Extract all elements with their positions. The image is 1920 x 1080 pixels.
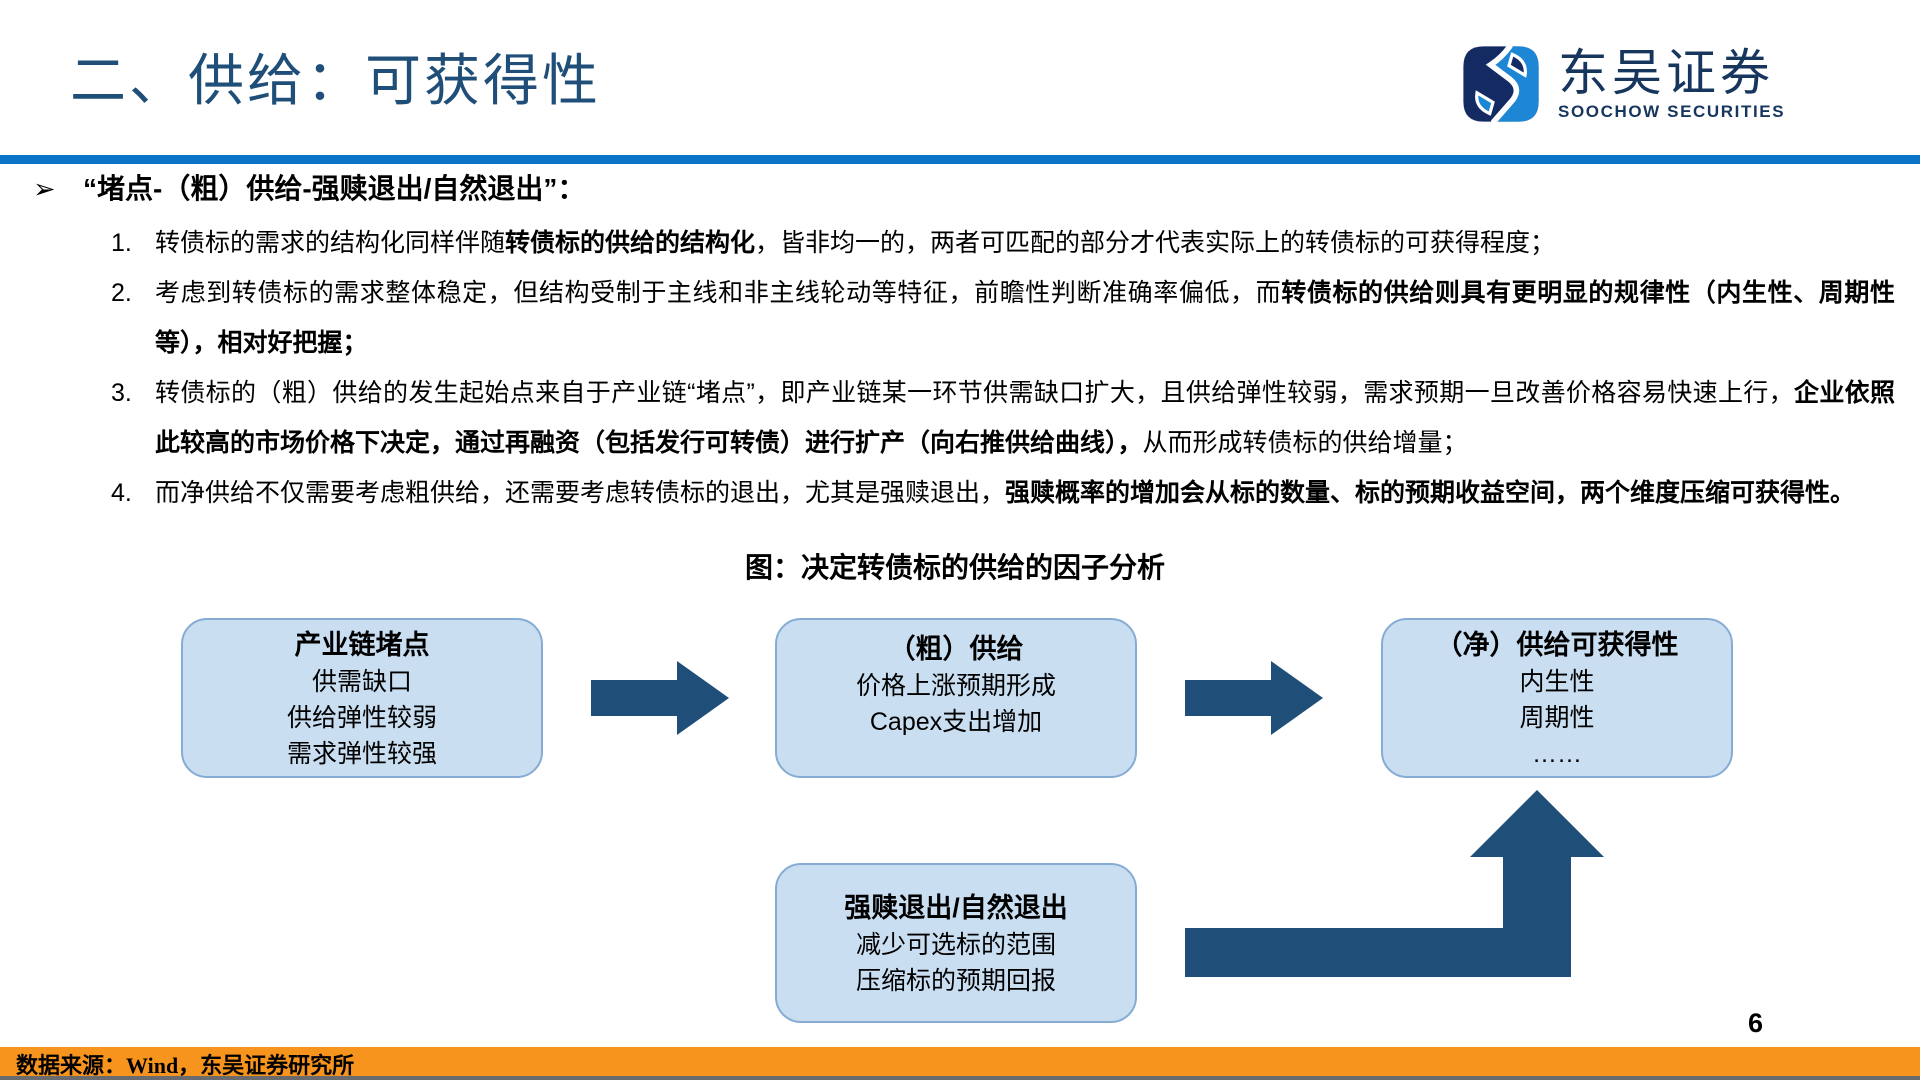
- body-content: ➢ “堵点-（粗）供给-强赎退出/自然退出”： 1. 转债标的需求的结构化同样伴…: [33, 170, 1895, 518]
- box-title: 强赎退出/自然退出: [844, 893, 1068, 923]
- box-line: ……: [1532, 740, 1582, 768]
- list-item: 3. 转债标的（粗）供给的发生起始点来自于产业链“堵点”，即产业链某一环节供需缺…: [111, 368, 1895, 468]
- box-gross-supply: （粗）供给 价格上涨预期形成 Capex支出增加: [775, 618, 1137, 778]
- item-number: 3.: [111, 379, 132, 407]
- title-divider: [0, 155, 1920, 164]
- item-text: 而净供给不仅需要考虑粗供给，还需要考虑转债标的退出，尤其是强赎退出，强赎概率的增…: [155, 479, 1856, 507]
- box-line: 减少可选标的范围: [855, 931, 1056, 959]
- page-title: 二、供给：可获得性: [70, 49, 601, 112]
- box-title: （粗）供给: [888, 634, 1024, 664]
- logo-name-cn: 东吴证券: [1558, 45, 1774, 101]
- item-text: 转债标的需求的结构化同样伴随转债标的供给的结构化，皆非均一的，两者可匹配的部分才…: [155, 229, 1556, 257]
- arrow-bullet-icon: ➢: [33, 174, 56, 204]
- box-title: 产业链堵点: [294, 630, 430, 660]
- numbered-list: 1. 转债标的需求的结构化同样伴随转债标的供给的结构化，皆非均一的，两者可匹配的…: [111, 218, 1895, 518]
- item-number: 1.: [111, 229, 132, 257]
- right-arrow-icon: [591, 661, 729, 735]
- box-net-supply-availability: （净）供给可获得性 内生性 周期性 ……: [1381, 618, 1733, 778]
- up-elbow-arrow-icon: [1185, 790, 1604, 977]
- figure-title: 图：决定转债标的供给的因子分析: [744, 552, 1165, 583]
- box-title: （净）供给可获得性: [1435, 630, 1679, 660]
- box-line: 供需缺口: [311, 668, 412, 696]
- item-number: 4.: [111, 479, 132, 507]
- box-line: 价格上涨预期形成: [855, 672, 1056, 700]
- item-text: 考虑到转债标的需求整体稳定，但结构受制于主线和非主线轮动等特征，前瞻性判断准确率…: [155, 279, 1895, 357]
- footer-bar: 数据来源：Wind，东吴证券研究所: [0, 1047, 1920, 1080]
- box-line: 周期性: [1519, 704, 1595, 732]
- intro-line: ➢ “堵点-（粗）供给-强赎退出/自然退出”：: [33, 170, 1895, 208]
- box-industry-bottleneck: 产业链堵点 供需缺口 供给弹性较弱 需求弹性较强: [181, 618, 543, 778]
- box-forced-redemption-exit: 强赎退出/自然退出 减少可选标的范围 压缩标的预期回报: [775, 863, 1137, 1023]
- box-line: 供给弹性较弱: [286, 704, 437, 732]
- soochow-logo-icon: [1463, 44, 1539, 124]
- company-logo: 东吴证券 SOOCHOW SECURITIES: [1458, 44, 1785, 124]
- item-number: 2.: [111, 279, 132, 307]
- right-arrow-icon: [1185, 661, 1323, 735]
- box-line: 压缩标的预期回报: [855, 967, 1056, 995]
- intro-text: “堵点-（粗）供给-强赎退出/自然退出”：: [83, 173, 586, 204]
- item-text: 转债标的（粗）供给的发生起始点来自于产业链“堵点”，即产业链某一环节供需缺口扩大…: [155, 379, 1895, 457]
- logo-name-en: SOOCHOW SECURITIES: [1558, 102, 1786, 121]
- list-item: 1. 转债标的需求的结构化同样伴随转债标的供给的结构化，皆非均一的，两者可匹配的…: [111, 218, 1895, 268]
- page-number: 6: [1748, 1008, 1764, 1038]
- list-item: 2. 考虑到转债标的需求整体稳定，但结构受制于主线和非主线轮动等特征，前瞻性判断…: [111, 268, 1895, 368]
- box-line: 需求弹性较强: [286, 740, 437, 768]
- data-source-text: 数据来源：Wind，东吴证券研究所: [16, 1052, 355, 1078]
- logo-text: 东吴证券 SOOCHOW SECURITIES: [1558, 46, 1785, 122]
- bottom-edge: [0, 1076, 1920, 1080]
- box-line: 内生性: [1519, 668, 1595, 696]
- box-line: Capex支出增加: [869, 708, 1043, 736]
- list-item: 4. 而净供给不仅需要考虑粗供给，还需要考虑转债标的退出，尤其是强赎退出，强赎概…: [111, 468, 1895, 518]
